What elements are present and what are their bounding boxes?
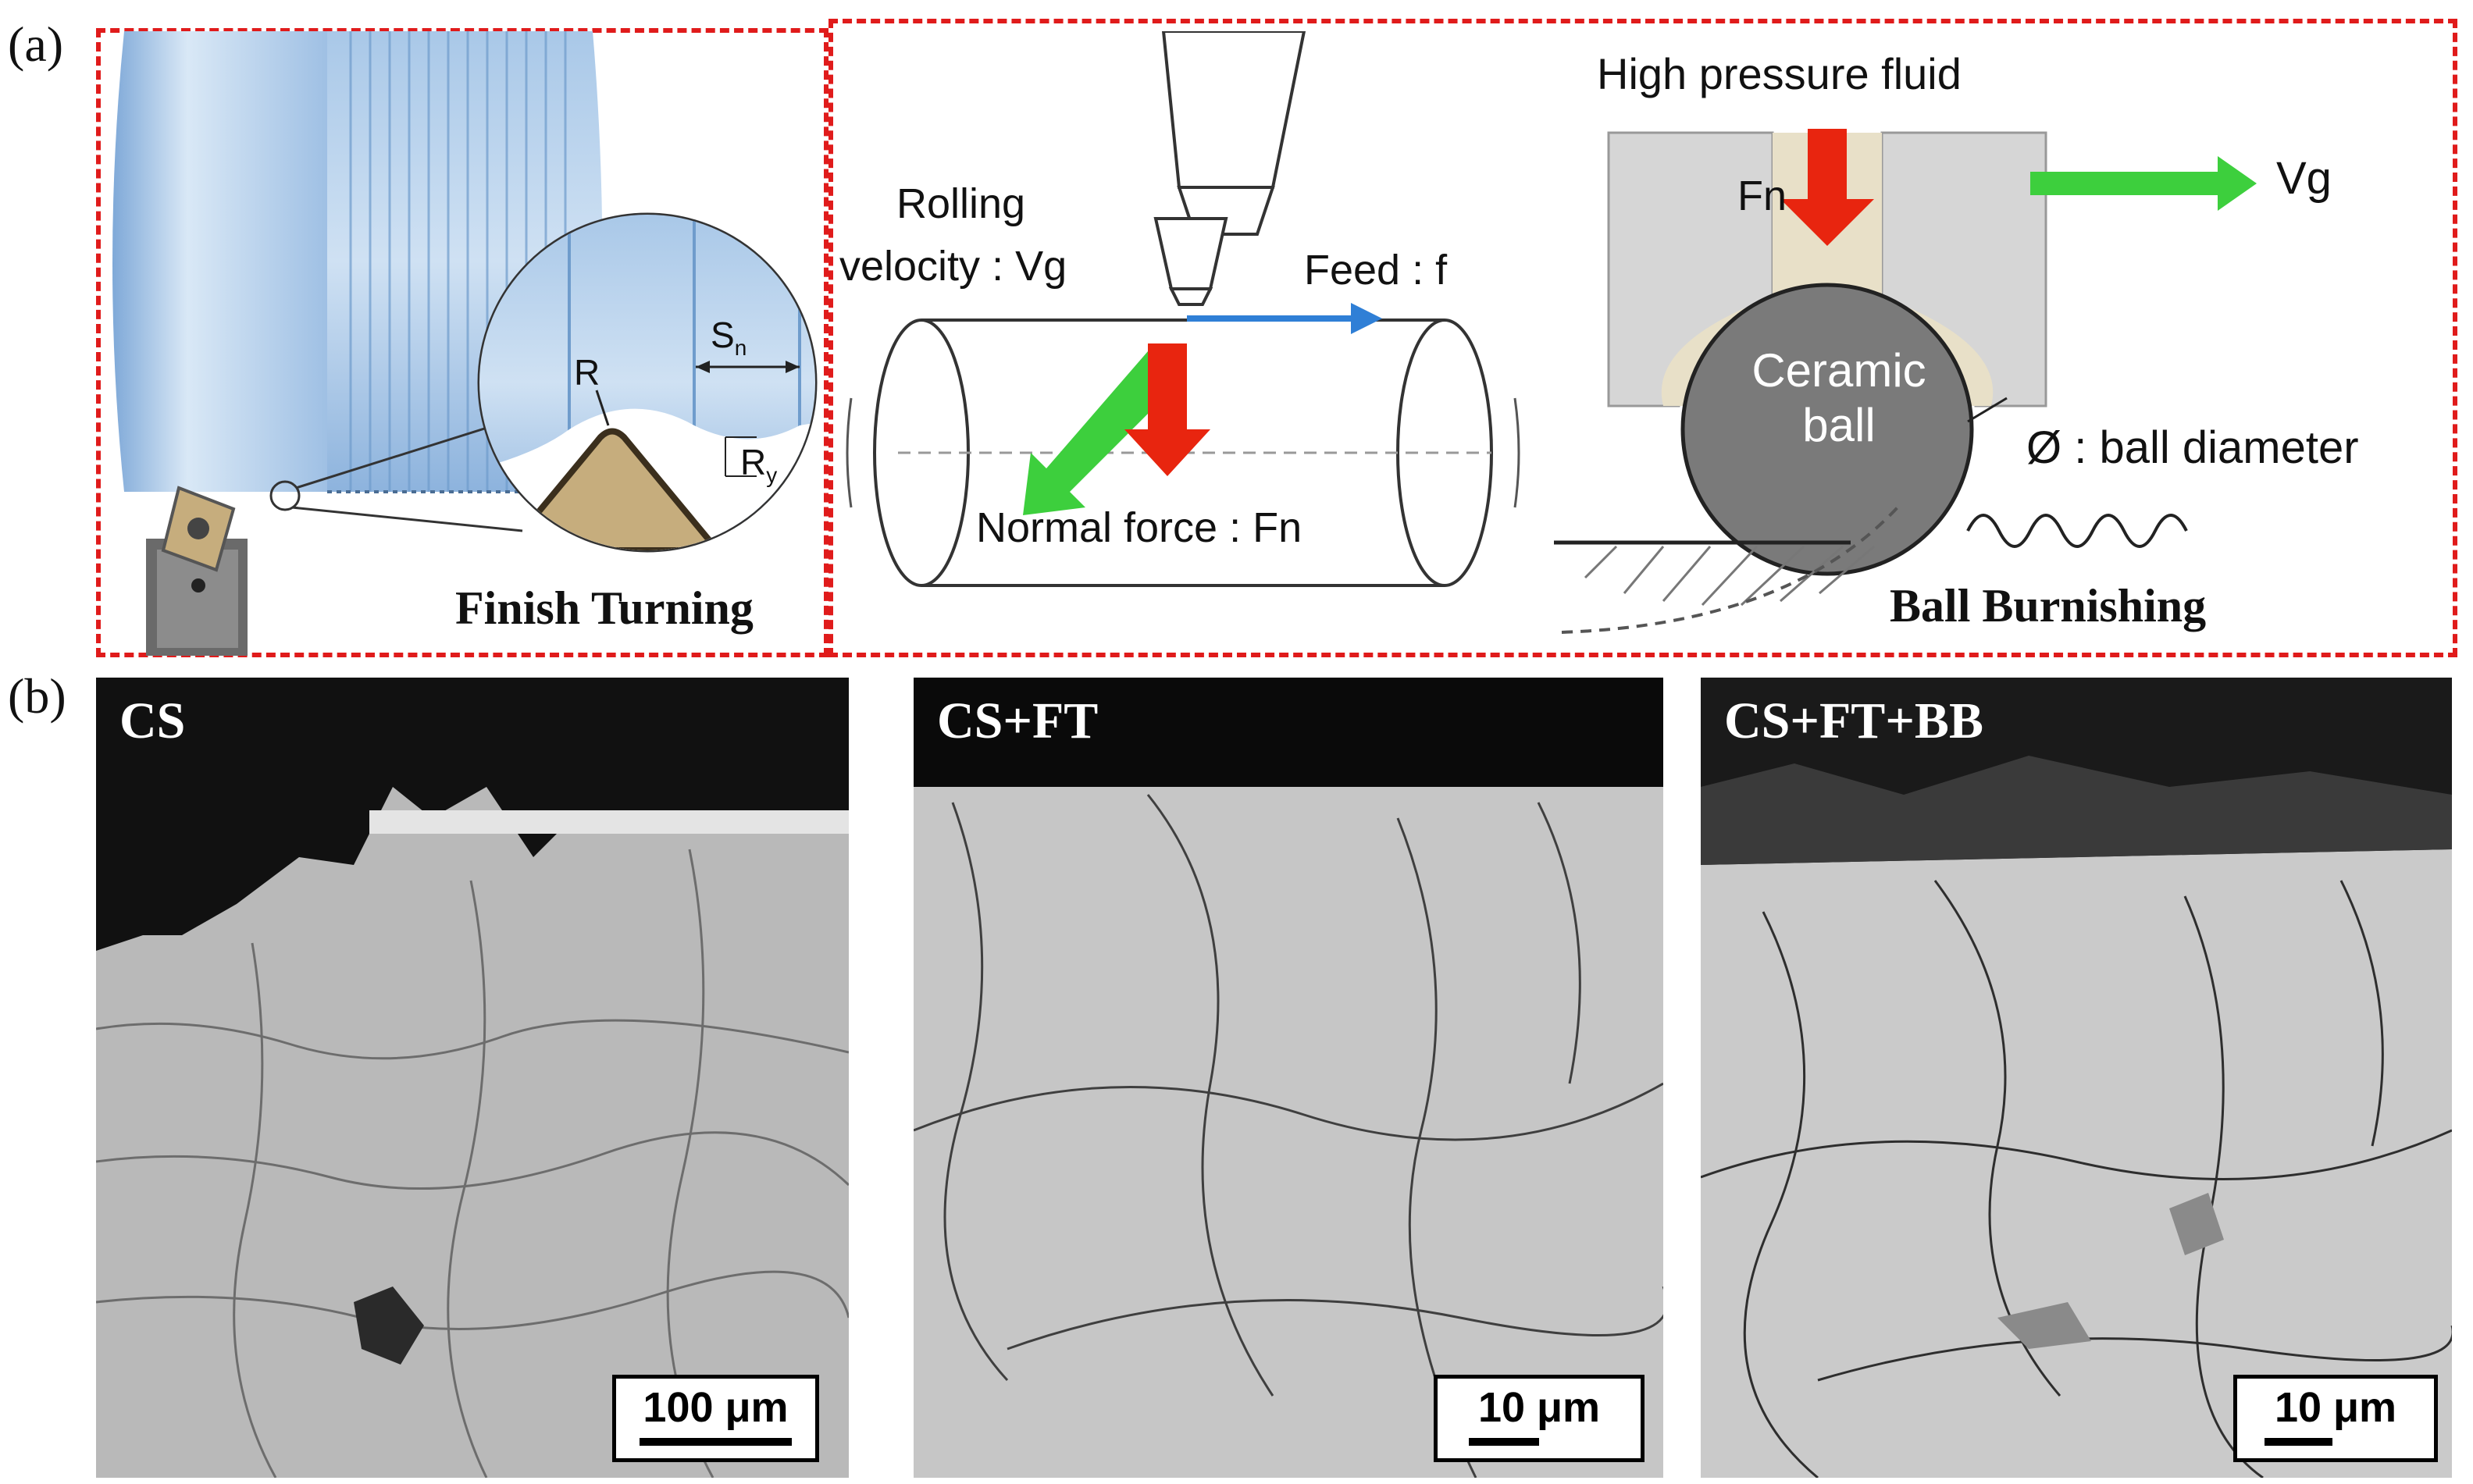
diameter-label: Ø : ball diameter: [2026, 422, 2359, 473]
micrograph-cs-ft-label: CS+FT: [937, 692, 1099, 749]
micrograph-cs-label: CS: [119, 692, 186, 749]
micrograph-cs-ft-bb: CS+FT+BB 10 μm: [1701, 678, 2452, 1478]
micrograph-cs: CS 100 μm: [96, 678, 849, 1478]
spacing-label: Sn: [711, 315, 747, 361]
panel-a-label: (a): [8, 16, 64, 72]
rolling-diagram: [846, 31, 1520, 587]
finish-turning-illustration: [112, 31, 818, 656]
burnishing-box: [828, 19, 2457, 657]
finish-turning-box: [96, 28, 828, 657]
micrograph-cs-ft-bb-label: CS+FT+BB: [1724, 692, 1983, 749]
scale-bar-cs-ft-bb: 10 μm: [2233, 1375, 2438, 1462]
rolling-label: Rolling: [896, 180, 1026, 227]
radius-label: R: [574, 352, 600, 393]
scale-bar-cs-ft: 10 μm: [1434, 1375, 1645, 1462]
finish-turning-title: Finish Turning: [455, 582, 754, 634]
ball-label-line2: ball: [1802, 399, 1876, 451]
fluid-label: High pressure fluid: [1597, 49, 1962, 98]
ball-label-line1: Ceramic: [1751, 344, 1926, 397]
ball-burnishing-diagram: [1554, 129, 2257, 634]
feed-label: Feed : f: [1304, 247, 1448, 294]
scale-bar-cs: 100 μm: [612, 1375, 819, 1462]
fn-label: Fn: [1737, 173, 1787, 219]
ball-burnishing-title: Ball Burnishing: [1890, 580, 2207, 632]
panel-b-label: (b): [8, 668, 66, 724]
rolling-velocity-label: velocity : Vg: [839, 243, 1067, 290]
roughness-label: Ry: [740, 442, 778, 488]
normal-force-label: Normal force : Fn: [976, 504, 1302, 551]
vg-label: Vg: [2276, 153, 2332, 204]
micrograph-cs-ft: CS+FT 10 μm: [914, 678, 1663, 1478]
